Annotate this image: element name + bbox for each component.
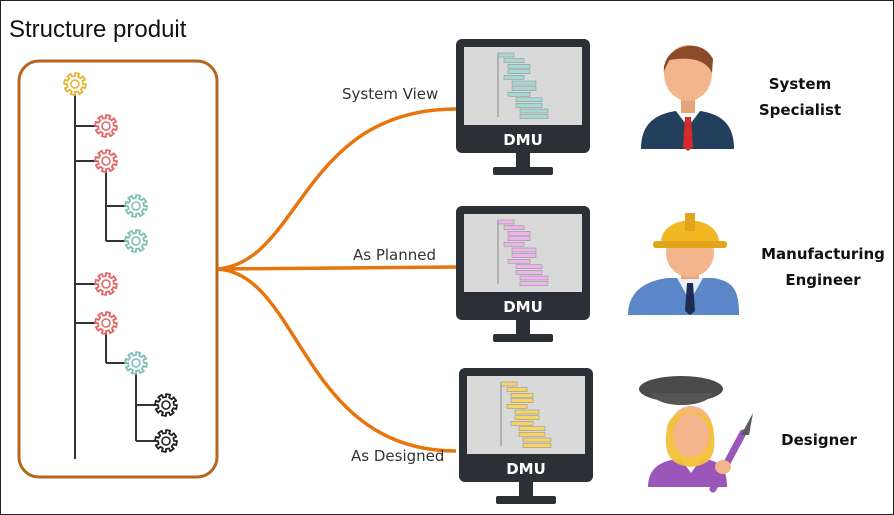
connection-label-system-view: System View: [342, 85, 439, 103]
connector-lines: [216, 107, 457, 453]
manufacturing-engineer-avatar-icon: [628, 213, 739, 315]
monitor-system-view: DMU: [456, 39, 590, 175]
dmu-tree-bar: [519, 114, 549, 119]
page-title: Structure produit: [9, 16, 187, 43]
dmu-tree-bar: [497, 52, 515, 58]
gear-icons: [63, 72, 178, 453]
role-designer-line1: Designer: [781, 431, 857, 449]
dmu-tree-bar: [510, 421, 534, 426]
dmu-tree-bar: [497, 219, 515, 225]
dmu-tree-bar: [503, 225, 525, 230]
role-system-specialist: System Specialist: [745, 71, 855, 123]
structure-box: [17, 59, 219, 479]
designer-avatar-icon: [639, 376, 753, 493]
dmu-tree-bar: [510, 398, 534, 403]
dmu-tree-bar: [515, 270, 543, 275]
connection-label-as-planned: As Planned: [353, 246, 437, 264]
dmu-tree-bar: [511, 247, 537, 253]
gear-icon: [63, 72, 87, 96]
dmu-tree-bar: [514, 409, 540, 415]
dmu-tree-bar: [510, 393, 534, 398]
monitor-as-planned: DMU: [456, 206, 590, 342]
gear-icon: [94, 114, 118, 138]
dmu-tree-bar: [500, 381, 518, 387]
role-system-specialist-line2: Specialist: [758, 101, 842, 119]
tree-lines: [74, 94, 156, 459]
gear-icon: [94, 311, 118, 335]
dmu-tree-bar: [507, 230, 531, 236]
connection-label-as-designed: As Designed: [351, 447, 445, 465]
role-manufacturing-engineer-line1: Manufacturing: [761, 245, 885, 263]
dmu-tree-bar: [503, 242, 525, 247]
dmu-tree-bar: [507, 259, 531, 264]
system-specialist-avatar-icon: [641, 45, 734, 151]
gear-icon: [124, 229, 148, 253]
dmu-tree-bar: [515, 103, 543, 108]
gear-icon: [94, 272, 118, 296]
dmu-tree-bar: [519, 281, 549, 286]
dmu-tree-bar: [518, 426, 546, 431]
dmu-tree-bar: [511, 86, 537, 91]
connector-system-view: [216, 107, 457, 271]
dmu-tree-bar: [519, 275, 549, 281]
dmu-tree-bar: [503, 75, 525, 80]
dmu-tree-bar: [515, 97, 543, 103]
dmu-tree-bar: [519, 108, 549, 114]
dmu-tree-bar: [507, 64, 531, 69]
dmu-tree-bar: [511, 253, 537, 258]
monitor-as-designed: DMU: [459, 368, 593, 504]
dmu-tree-bar: [522, 443, 552, 448]
dmu-tree-bar: [506, 404, 528, 409]
dmu-tree-bar: [522, 437, 552, 443]
dmu-label: DMU: [503, 131, 543, 149]
dmu-label: DMU: [503, 298, 543, 316]
dmu-tree-bar: [506, 387, 528, 392]
role-manufacturing-engineer: Manufacturing Engineer: [753, 241, 893, 293]
dmu-tree-bar: [515, 264, 543, 269]
dmu-tree-bar: [507, 91, 531, 97]
gear-icon: [94, 149, 118, 173]
dmu-tree-bar: [507, 236, 531, 242]
dmu-tree-bar: [507, 69, 531, 75]
gear-icon: [124, 194, 148, 218]
gear-icon: [154, 429, 178, 453]
dmu-tree-bar: [511, 80, 537, 86]
role-manufacturing-engineer-line2: Engineer: [785, 271, 861, 289]
role-designer: Designer: [771, 427, 867, 453]
connector-as-planned: [216, 265, 457, 271]
dmu-tree-bar: [518, 432, 546, 437]
dmu-label: DMU: [506, 460, 546, 478]
role-system-specialist-line1: System: [768, 75, 832, 93]
dmu-tree-bar: [503, 58, 525, 63]
gear-icon: [154, 393, 178, 417]
connector-as-designed: [216, 267, 457, 453]
dmu-tree-bar: [514, 415, 540, 420]
gear-icon: [124, 351, 148, 375]
